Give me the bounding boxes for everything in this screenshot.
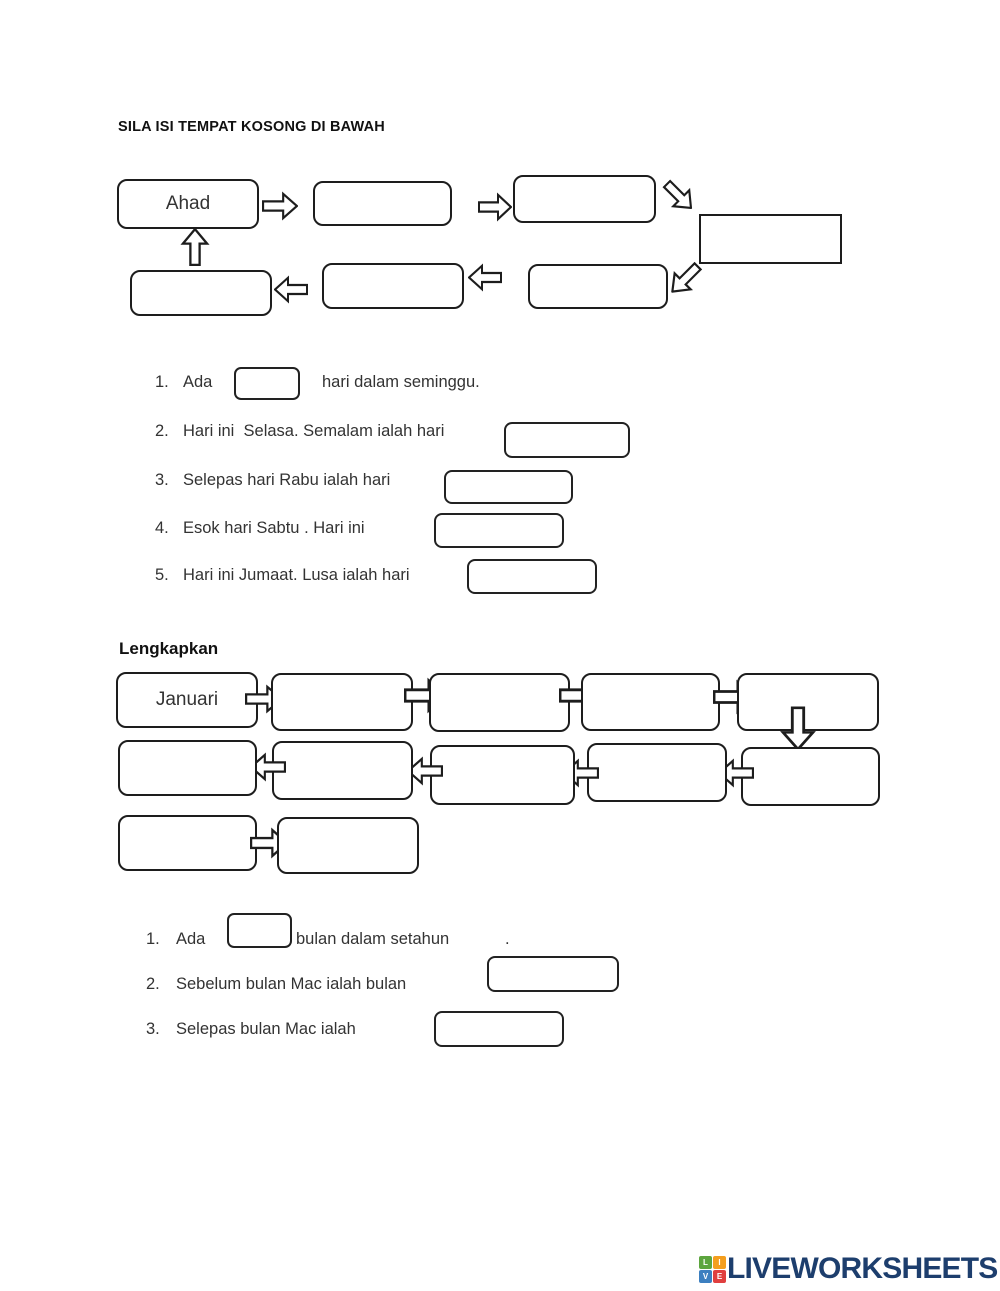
month-box-empty-8[interactable]: [272, 741, 413, 800]
answer-box-months-2[interactable]: [487, 956, 619, 992]
day-box-empty-2[interactable]: [513, 175, 656, 223]
day-box-empty-6[interactable]: [130, 270, 272, 316]
answer-box-days-1[interactable]: [234, 367, 300, 400]
arrow-left-icon: [468, 263, 502, 292]
month-box-empty-5[interactable]: [741, 747, 880, 806]
arrow-up-icon: [180, 228, 210, 266]
question-text: Ada: [176, 930, 206, 948]
day-box-empty-1[interactable]: [313, 181, 452, 226]
question-text: bulan dalam setahun: [296, 930, 450, 948]
question-text-period: .: [505, 930, 510, 948]
month-box-empty-10[interactable]: [118, 815, 257, 871]
question-number: 5.: [155, 566, 169, 584]
month-box-empty-2[interactable]: [429, 673, 570, 732]
answer-box-months-3[interactable]: [434, 1011, 564, 1047]
arrow-right-icon: [262, 191, 298, 221]
month-box-empty-7[interactable]: [430, 745, 575, 805]
answer-box-days-4[interactable]: [434, 513, 564, 548]
day-box-empty-4[interactable]: [528, 264, 668, 309]
liveworksheets-logo-icon: L I V E: [699, 1256, 726, 1284]
question-text: Selepas hari Rabu ialah hari: [183, 471, 391, 489]
month-box-januari-label: Januari: [155, 689, 219, 710]
answer-box-months-1[interactable]: [227, 913, 292, 948]
question-number: 1.: [146, 930, 160, 948]
answer-box-days-3[interactable]: [444, 470, 573, 504]
month-box-empty-1[interactable]: [271, 673, 413, 731]
day-box-ahad: Ahad: [117, 179, 259, 229]
question-text: Esok hari Sabtu . Hari ini: [183, 519, 365, 537]
month-box-empty-3[interactable]: [581, 673, 720, 731]
answer-box-days-2[interactable]: [504, 422, 630, 458]
arrow-down-icon: [780, 707, 817, 751]
question-number: 4.: [155, 519, 169, 537]
question-text: Sebelum bulan Mac ialah bulan: [176, 975, 407, 993]
liveworksheets-wordmark: LIVEWORKSHEETS: [727, 1252, 998, 1285]
day-box-empty-5[interactable]: [322, 263, 464, 309]
month-box-empty-6[interactable]: [587, 743, 727, 802]
logo-tile-e: E: [713, 1270, 726, 1283]
month-box-januari: Januari: [116, 672, 258, 728]
day-box-empty-3[interactable]: [699, 214, 842, 264]
question-number: 2.: [146, 975, 160, 993]
logo-tile-l: L: [699, 1256, 712, 1269]
question-text: Selepas bulan Mac ialah: [176, 1020, 356, 1038]
month-box-empty-11[interactable]: [277, 817, 419, 874]
question-text: hari dalam seminggu.: [322, 373, 480, 391]
question-text: Hari ini Selasa. Semalam ialah hari: [183, 422, 445, 440]
answer-box-days-5[interactable]: [467, 559, 597, 594]
page-title: SILA ISI TEMPAT KOSONG DI BAWAH: [118, 119, 385, 135]
arrow-right-icon: [478, 192, 512, 222]
logo-tile-i: I: [713, 1256, 726, 1269]
question-text: Ada: [183, 373, 213, 391]
section-heading: Lengkapkan: [119, 639, 219, 658]
logo-tile-v: V: [699, 1270, 712, 1283]
question-number: 3.: [146, 1020, 160, 1038]
question-text: Hari ini Jumaat. Lusa ialah hari: [183, 566, 410, 584]
question-number: 1.: [155, 373, 169, 391]
question-number: 3.: [155, 471, 169, 489]
arrow-left-icon: [274, 275, 308, 304]
arrow-down-right-icon: [656, 173, 701, 218]
day-box-ahad-label: Ahad: [165, 193, 211, 214]
question-number: 2.: [155, 422, 169, 440]
month-box-empty-9[interactable]: [118, 740, 257, 796]
month-box-empty-4[interactable]: [737, 673, 879, 731]
